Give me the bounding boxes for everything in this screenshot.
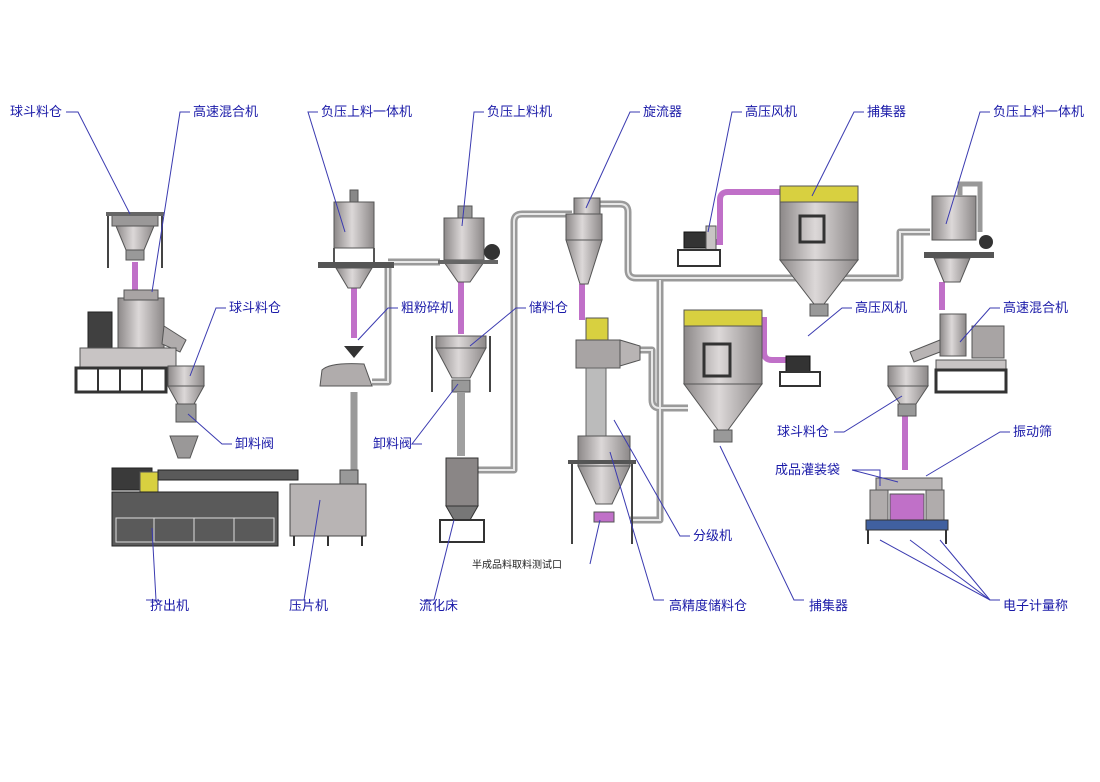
leader-lines [66,111,1010,601]
loader-integrated-2-unit [924,181,994,283]
blower-2-unit [779,355,821,387]
label-classifier: 分级机 [693,529,733,544]
classifier-unit [575,317,641,439]
extruder-unit [111,435,299,547]
label-discharge-valve-2: 卸料阀 [373,437,413,452]
label-tablet-press: 压片机 [289,599,329,614]
tablet-press-unit [289,469,367,546]
label-cyclone: 旋流器 [643,105,683,120]
hopper-3-unit [887,365,929,417]
label-sampling-port: 半成品料取料测试口 [472,560,562,571]
loader-integrated-1-unit [318,189,394,289]
label-precision-bin: 高精度储料仓 [669,599,748,614]
label-collector-2: 捕集器 [809,599,849,614]
crusher-unit [319,346,373,387]
label-loader-integrated-2: 负压上料一体机 [993,105,1085,120]
mixer-2-unit [909,313,1008,394]
label-vibrating-screen: 振动筛 [1013,425,1053,440]
label-hopper-1: 球斗料仓 [10,105,63,120]
label-finished-bagging: 成品灌装袋 [775,463,841,478]
label-fluid-bed: 流化床 [419,599,459,614]
label-crusher: 粗粉碎机 [401,301,454,316]
label-scale: 电子计量称 [1003,599,1069,614]
label-blower-2: 高压风机 [855,301,908,316]
label-hopper-3: 球斗料仓 [777,425,830,440]
label-extruder: 挤出机 [150,599,190,614]
hopper-1-unit [106,212,164,268]
blower-1-unit [677,225,721,267]
pipe-highlights [372,203,930,521]
label-collector-1: 捕集器 [867,105,907,120]
packing-station-unit [865,477,949,544]
cyclone-unit [565,197,603,285]
fluid-bed-unit [439,457,485,543]
collector-1-unit [778,185,860,317]
hopper-2-unit [167,365,205,423]
label-hopper-2: 球斗料仓 [229,301,282,316]
mixer-1-unit [74,289,187,394]
label-storage-bin: 储料仓 [529,301,569,316]
loader-1-unit [438,205,500,283]
storage-bin-unit [431,335,491,456]
label-blower-1: 高压风机 [745,105,798,120]
label-mixer-2: 高速混合机 [1003,301,1069,316]
label-mixer-1: 高速混合机 [193,105,259,120]
precision-bin-unit [568,435,636,544]
label-discharge-valve-1: 卸料阀 [235,437,275,452]
label-loader-1: 负压上料机 [487,105,553,120]
label-loader-integrated-1: 负压上料一体机 [321,105,413,120]
collector-2-unit [683,309,763,443]
